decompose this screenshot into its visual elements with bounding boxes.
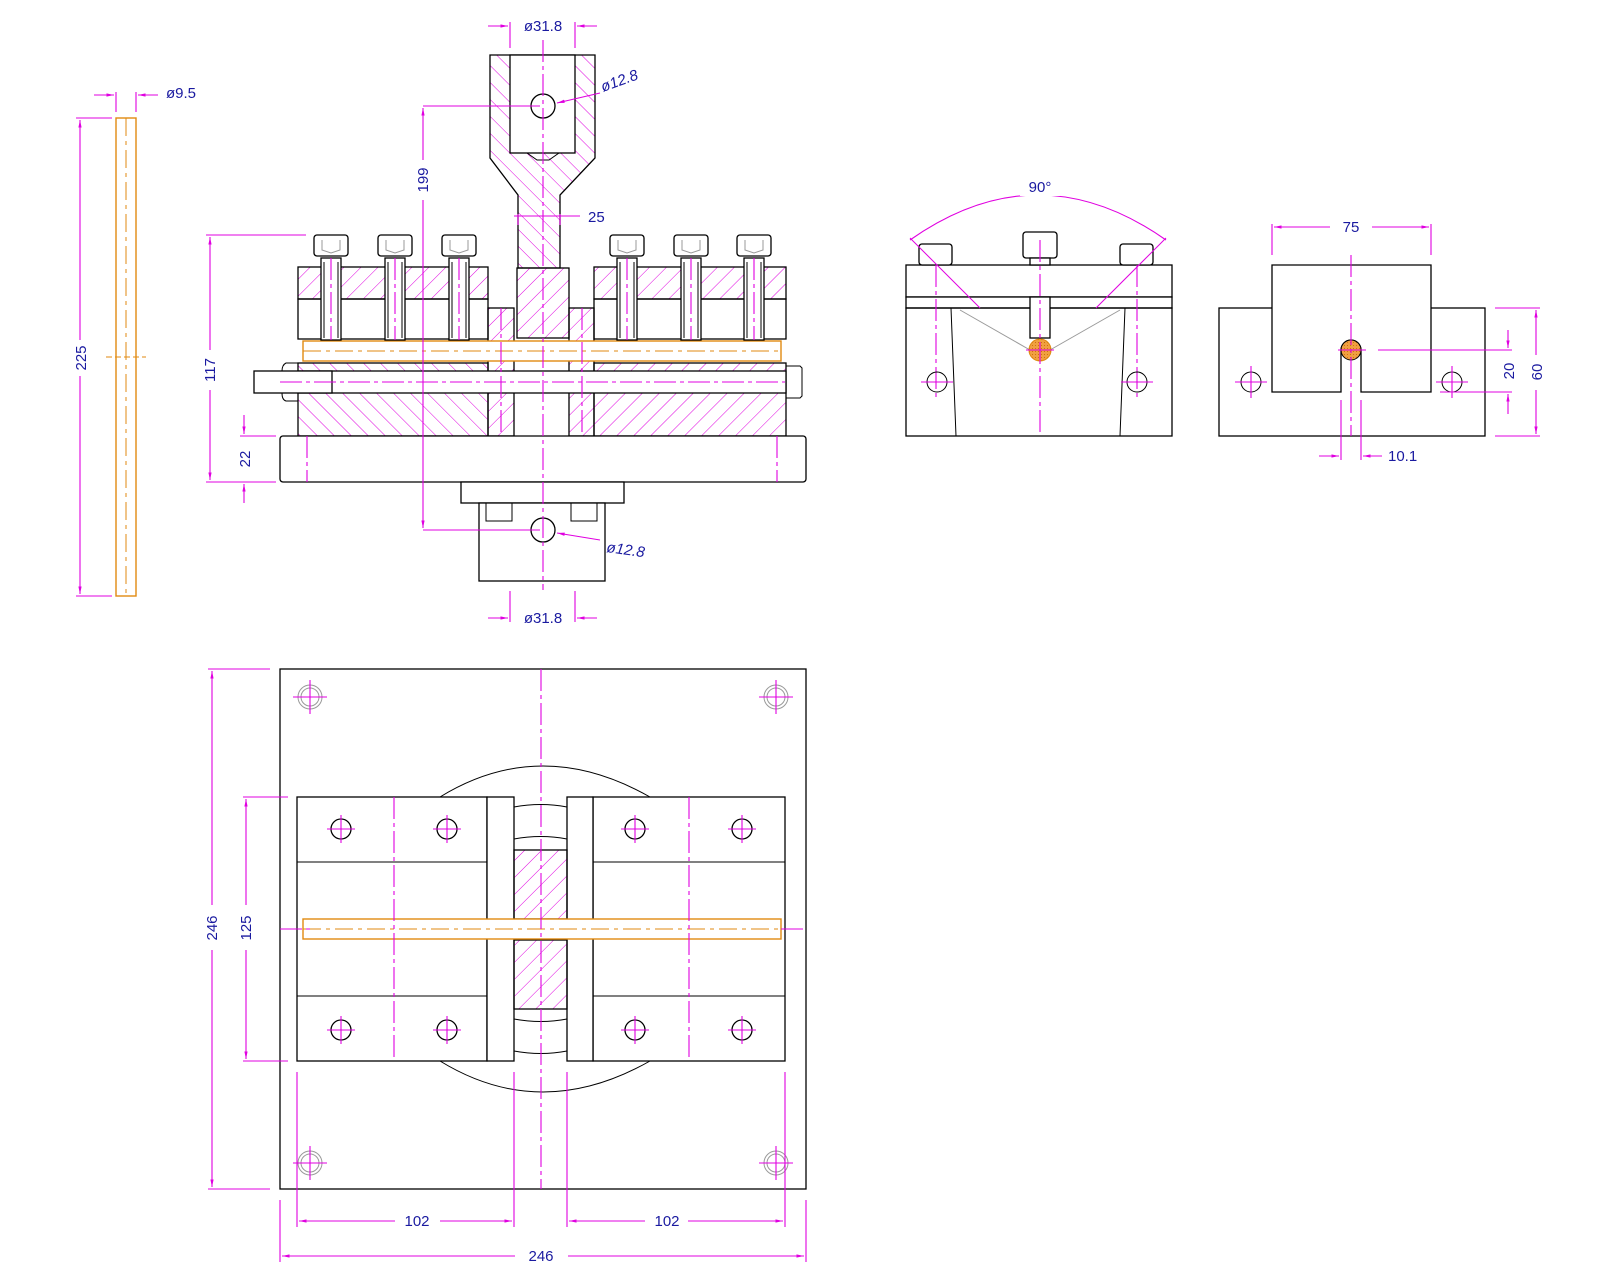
cap-screw xyxy=(441,234,477,341)
end-view-slot: 75 20 60 10.1 xyxy=(1218,219,1546,465)
slot-width-overall-label: 75 xyxy=(1343,219,1360,236)
plan-base-height-label: 246 xyxy=(204,915,221,940)
corner-hole xyxy=(293,1146,327,1180)
plan-base-width-label: 246 xyxy=(528,1248,553,1265)
bolt-hole xyxy=(327,815,355,843)
slot-height-label: 60 xyxy=(1529,364,1546,381)
plan-bottom-arc xyxy=(439,1060,651,1093)
cap-screw xyxy=(673,234,709,341)
v-top-plate xyxy=(905,264,1173,298)
bolt-hole xyxy=(621,815,649,843)
plan-left-width-label: 102 xyxy=(404,1213,429,1230)
slot-width-label: 10.1 xyxy=(1388,448,1417,465)
bolt-hole xyxy=(433,815,461,843)
rod-length-label: 225 xyxy=(73,345,90,370)
corner-hole xyxy=(293,680,327,714)
cross-bolt-channel xyxy=(297,370,787,394)
pin-centres-label: 199 xyxy=(415,167,432,192)
bolt-hole xyxy=(728,1016,756,1044)
rod-diameter-label: ø9.5 xyxy=(166,85,196,102)
base-thickness-label: 22 xyxy=(237,451,254,468)
bolt-hole xyxy=(327,1016,355,1044)
corner-hole xyxy=(759,680,793,714)
neck-width-label: 25 xyxy=(588,209,605,226)
rod-side-view: ø9.5 225 xyxy=(73,85,196,597)
angle-label: 90° xyxy=(1029,179,1052,196)
plan-holes xyxy=(293,680,793,1180)
plan-top-arc xyxy=(439,765,651,798)
slot-depth-label: 20 xyxy=(1501,363,1518,380)
top-pin-hole-label: ø12.8 xyxy=(599,66,641,95)
clamp-bolts xyxy=(313,234,772,341)
cap-screw xyxy=(377,234,413,341)
bolt-hole xyxy=(621,1016,649,1044)
bottom-pin-hole-label: ø12.8 xyxy=(605,539,646,561)
top-clevis-diameter-label: ø31.8 xyxy=(524,18,562,35)
corner-hole xyxy=(759,1146,793,1180)
bottom-clevis-diameter-label: ø31.8 xyxy=(524,610,562,627)
cap-screw xyxy=(609,234,645,341)
plan-right-width-label: 102 xyxy=(654,1213,679,1230)
end-view-v-block: 90° xyxy=(905,178,1173,437)
plan-view: 246 125 102 102 246 xyxy=(204,668,807,1265)
plan-block-height-label: 125 xyxy=(238,915,255,940)
bolt-hole xyxy=(433,1016,461,1044)
cap-screw xyxy=(736,234,772,341)
front-section-view: ø31.8 ø12.8 199 25 117 22 ø12.8 ø31.8 xyxy=(202,18,807,627)
cap-screw xyxy=(313,234,349,341)
overall-height-label: 117 xyxy=(202,358,219,382)
bolt-hole xyxy=(728,815,756,843)
